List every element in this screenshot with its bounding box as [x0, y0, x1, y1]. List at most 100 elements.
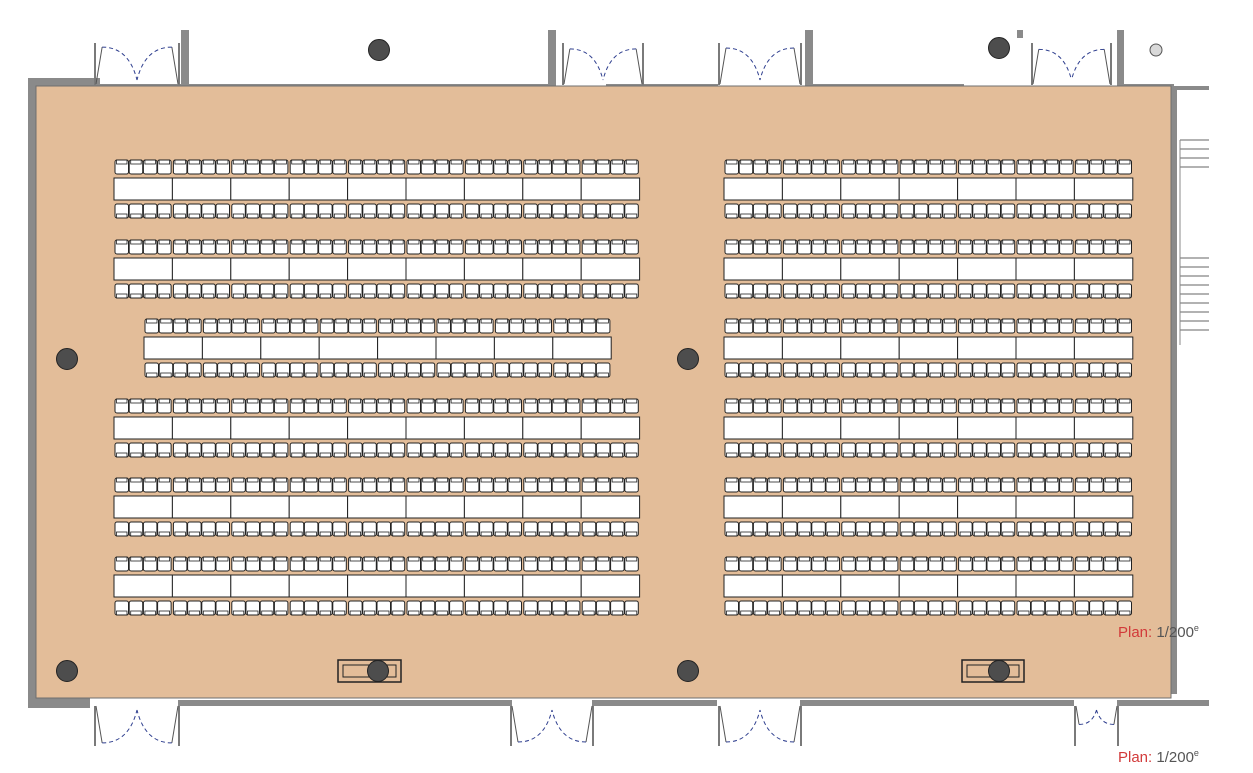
- chair-icon: [303, 318, 319, 334]
- chair-icon: [841, 159, 856, 175]
- chair-icon: [811, 521, 826, 537]
- chair-icon: [565, 556, 581, 572]
- scale-prefix: Plan:: [1118, 624, 1153, 641]
- chair-icon: [332, 442, 347, 458]
- chair-icon: [567, 362, 582, 378]
- chair-icon: [348, 521, 363, 537]
- chair-icon: [128, 398, 144, 414]
- chair-icon: [406, 442, 421, 458]
- chair-icon: [259, 442, 275, 458]
- table-row: [723, 318, 1134, 378]
- chair-icon: [610, 398, 625, 414]
- chair-icon: [449, 556, 464, 572]
- chair-icon: [958, 556, 973, 572]
- chair-icon: [986, 600, 1001, 616]
- chair-icon: [348, 477, 363, 493]
- table: [113, 257, 173, 281]
- chair-icon: [523, 600, 538, 616]
- chair-icon: [376, 556, 391, 572]
- chair-icon: [782, 477, 798, 493]
- chair-icon: [523, 283, 538, 299]
- chair-icon: [767, 362, 782, 378]
- table: [723, 177, 783, 201]
- chair-icon: [319, 362, 335, 378]
- chair-icon: [128, 159, 144, 175]
- chair-icon: [1016, 442, 1031, 458]
- chair-icon: [942, 362, 957, 378]
- chair-icon: [869, 442, 885, 458]
- chair-icon: [610, 283, 625, 299]
- chair-icon: [1103, 477, 1118, 493]
- chair-icon: [724, 318, 739, 334]
- chair-icon: [390, 203, 406, 219]
- chair-icon: [1059, 398, 1074, 414]
- chair-icon: [507, 203, 522, 219]
- chair-icon: [273, 600, 289, 616]
- table: [347, 416, 407, 440]
- chair-icon: [752, 203, 768, 219]
- chair-icon: [289, 203, 305, 219]
- chair-icon: [883, 203, 899, 219]
- chair-icon: [1117, 521, 1132, 537]
- chair-icon: [187, 442, 202, 458]
- chair-icon: [537, 442, 552, 458]
- chair-icon: [494, 362, 510, 378]
- chair-icon: [128, 556, 144, 572]
- chair-icon: [464, 318, 480, 334]
- chair-icon: [1089, 556, 1104, 572]
- chair-icon: [202, 318, 218, 334]
- chair-icon: [493, 239, 508, 255]
- chair-icon: [958, 398, 973, 414]
- chair-icon: [1089, 239, 1104, 255]
- chair-icon: [1074, 521, 1090, 537]
- chair-icon: [449, 159, 464, 175]
- chair-icon: [450, 362, 466, 378]
- chair-icon: [767, 600, 782, 616]
- chair-icon: [610, 442, 625, 458]
- chair-icon: [201, 556, 216, 572]
- chair-icon: [972, 398, 987, 414]
- chair-icon: [899, 318, 915, 334]
- chair-icon: [841, 283, 856, 299]
- table: [230, 257, 290, 281]
- chair-icon: [1059, 362, 1074, 378]
- door-jamb: [562, 43, 564, 85]
- chair-icon: [493, 477, 508, 493]
- chair-icon: [1074, 398, 1090, 414]
- chair-icon: [537, 600, 552, 616]
- chair-icon: [142, 477, 158, 493]
- chair-icon: [434, 521, 450, 537]
- chair-icon: [1016, 203, 1031, 219]
- chair-icon: [1030, 442, 1046, 458]
- chair-icon: [855, 362, 870, 378]
- chair-icon: [217, 362, 232, 378]
- chair-icon: [479, 159, 494, 175]
- chair-icon: [434, 283, 450, 299]
- table: [113, 495, 173, 519]
- chair-icon: [420, 362, 436, 378]
- chair-icon: [825, 283, 840, 299]
- chair-icon: [782, 600, 798, 616]
- table: [522, 257, 582, 281]
- chair-icon: [449, 239, 464, 255]
- table: [1073, 257, 1134, 281]
- chair-icon: [420, 442, 436, 458]
- chair-icon: [869, 398, 885, 414]
- chair-icon: [797, 600, 812, 616]
- table-row: [113, 239, 641, 299]
- chair-icon: [1089, 362, 1104, 378]
- chair-icon: [187, 239, 202, 255]
- chair-icon: [449, 477, 464, 493]
- chair-icon: [231, 398, 246, 414]
- chair-icon: [782, 362, 798, 378]
- chair-icon: [1074, 362, 1090, 378]
- chair-icon: [738, 600, 754, 616]
- chair-icon: [245, 239, 260, 255]
- chair-icon: [318, 521, 333, 537]
- chair-icon: [259, 521, 275, 537]
- chair-icon: [1044, 521, 1060, 537]
- chair-icon: [1117, 203, 1132, 219]
- chair-icon: [958, 521, 973, 537]
- column-icon: [56, 348, 78, 370]
- wall-segment: [28, 78, 100, 86]
